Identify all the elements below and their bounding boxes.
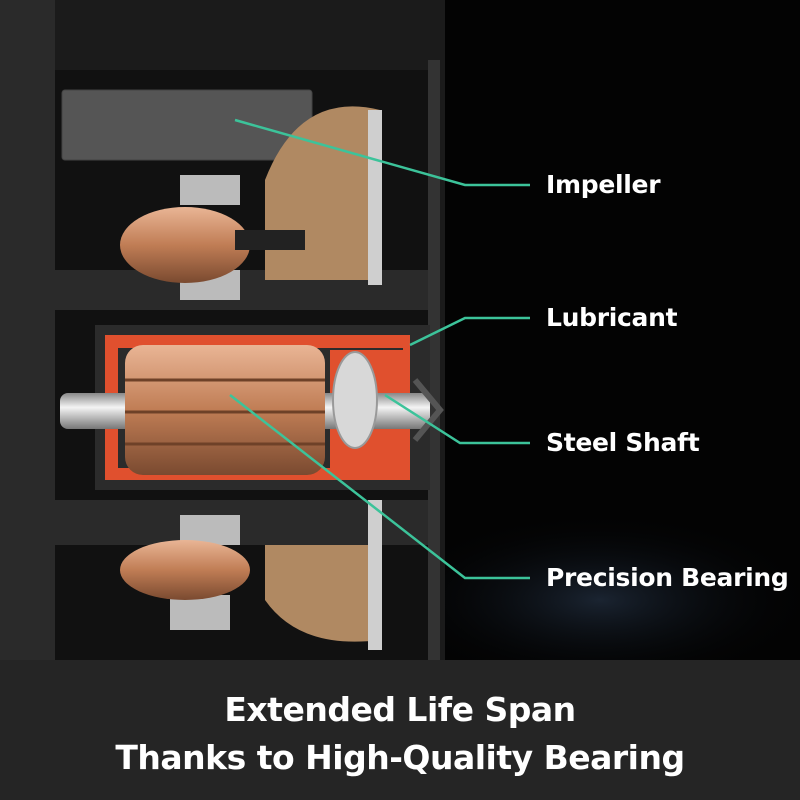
label-precision-bearing: Precision Bearing: [546, 563, 789, 592]
label-steel-shaft: Steel Shaft: [546, 428, 700, 457]
caption-line-1: Extended Life Span: [224, 690, 576, 729]
label-impeller: Impeller: [546, 170, 661, 199]
background-glow: [380, 510, 800, 690]
rotor: [125, 345, 325, 475]
leader-line-lubricant: [409, 316, 530, 347]
precision-bearing: [332, 351, 378, 449]
stator-coils: [120, 175, 305, 630]
end-cap: [412, 378, 444, 442]
leader-line-steel-shaft: [384, 393, 530, 445]
leader-line-precision-bearing: [229, 394, 530, 580]
leader-line-impeller: [234, 118, 530, 187]
label-lubricant: Lubricant: [546, 303, 678, 332]
leader-lines: [229, 118, 530, 580]
caption-banner: Extended Life Span Thanks to High-Qualit…: [0, 660, 800, 800]
impeller: [61, 89, 382, 650]
caption-line-2: Thanks to High-Quality Bearing: [115, 738, 685, 777]
